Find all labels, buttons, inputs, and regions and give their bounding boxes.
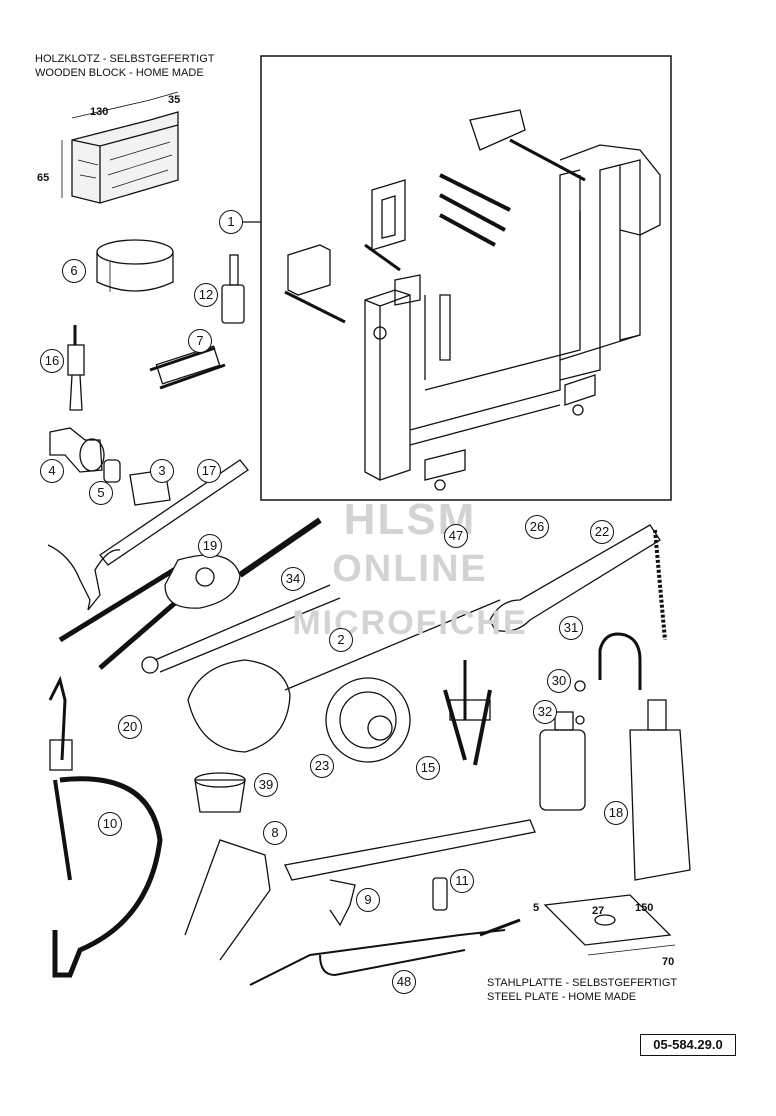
dim-wood-length: 130 xyxy=(90,106,109,118)
callout-22: 22 xyxy=(590,520,614,544)
ring-6 xyxy=(96,239,174,292)
callout-4: 4 xyxy=(40,459,64,483)
callout-48: 48 xyxy=(392,970,416,994)
callout-26: 26 xyxy=(525,515,549,539)
dim-plate-length: 150 xyxy=(635,902,654,914)
bar-8 xyxy=(184,819,536,961)
engine-stand-frame xyxy=(284,109,661,491)
dim-plate-hole: 27 xyxy=(592,905,605,917)
special-tool-frame-box xyxy=(260,55,672,501)
callout-2: 2 xyxy=(329,628,353,652)
callout-16: 16 xyxy=(40,349,64,373)
bottle-part-30-32 xyxy=(539,680,586,811)
callout-19: 19 xyxy=(198,534,222,558)
hook-31 xyxy=(598,632,642,690)
grease-gun-48 xyxy=(249,918,521,986)
steel-plate xyxy=(543,894,676,956)
bottle-11 xyxy=(432,877,448,911)
callout-23: 23 xyxy=(310,754,334,778)
tool-7 xyxy=(149,345,226,390)
puller-16 xyxy=(67,325,85,411)
press-10 xyxy=(48,675,163,978)
callout-7: 7 xyxy=(188,329,212,353)
bottle-12 xyxy=(221,254,245,324)
dim-wood-height: 65 xyxy=(37,172,50,184)
callout-3: 3 xyxy=(150,459,174,483)
watermark-line2: ONLINE xyxy=(332,548,488,590)
callout-5: 5 xyxy=(89,481,113,505)
callout-32: 32 xyxy=(533,700,557,724)
callout-47: 47 xyxy=(444,524,468,548)
callout-15: 15 xyxy=(416,756,440,780)
steel-plate-label-de: STAHLPLATTE - SELBSTGEFERTIGT xyxy=(487,977,678,989)
part-number-box: 05-584.29.0 xyxy=(640,1034,736,1056)
callout-9: 9 xyxy=(356,888,380,912)
callout-10: 10 xyxy=(98,812,122,836)
callout-6: 6 xyxy=(62,259,86,283)
watermark-line3: MICROFICHE xyxy=(292,604,528,642)
callout-8: 8 xyxy=(263,821,287,845)
callout-18: 18 xyxy=(604,801,628,825)
wood-block-label-de: HOLZKLOTZ - SELBSTGEFERTIGT xyxy=(35,53,215,65)
tool-9 xyxy=(329,879,356,927)
callout-20: 20 xyxy=(118,715,142,739)
dim-plate-thickness: 5 xyxy=(533,902,540,914)
callout-34: 34 xyxy=(281,567,305,591)
callout-31: 31 xyxy=(559,616,583,640)
steel-plate-label-en: STEEL PLATE - HOME MADE xyxy=(487,991,637,1003)
tube-18 xyxy=(629,699,691,881)
cup-39 xyxy=(194,772,246,813)
wood-block-label-en: WOODEN BLOCK - HOME MADE xyxy=(35,67,204,79)
wooden-block-drawing xyxy=(61,91,179,204)
callout-17: 17 xyxy=(197,459,221,483)
callout-30: 30 xyxy=(547,669,571,693)
wheel-23 xyxy=(325,677,411,763)
callout-11: 11 xyxy=(450,869,474,893)
dim-plate-width: 70 xyxy=(662,956,675,968)
wrench-34 xyxy=(141,584,341,674)
callout-39: 39 xyxy=(254,773,278,797)
callout-1: 1 xyxy=(219,210,243,234)
dim-wood-width: 35 xyxy=(168,94,181,106)
puller-19 xyxy=(47,517,322,670)
callout-12: 12 xyxy=(194,283,218,307)
watermark-line1: HLSM xyxy=(343,495,477,544)
fork-2-22 xyxy=(187,524,667,753)
bar-17 xyxy=(99,459,249,566)
puller-15 xyxy=(443,660,492,766)
